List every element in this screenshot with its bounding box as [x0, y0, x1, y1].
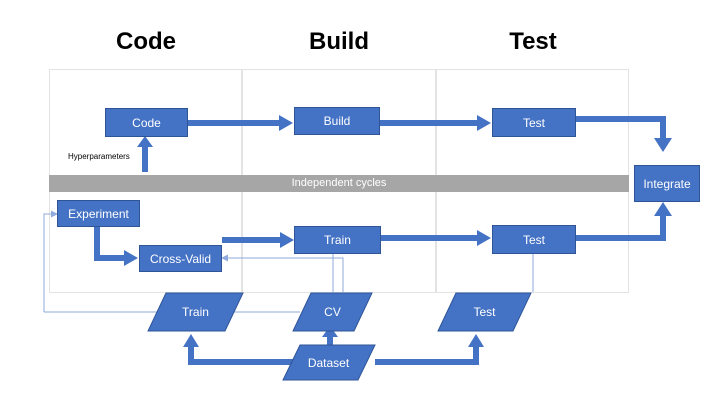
node-train-mid[interactable]: Train: [294, 226, 381, 254]
node-build[interactable]: Build: [294, 107, 380, 135]
data-dataset-shape: [282, 344, 376, 381]
head-test-to-integrate: [654, 138, 672, 152]
data-shapes: [147, 292, 532, 381]
arrow-heads: [124, 115, 672, 347]
head-build-to-test: [477, 115, 491, 131]
arrow-experiment-to-crossvalid: [94, 226, 125, 261]
node-integrate[interactable]: Integrate: [634, 165, 700, 202]
connector-train-to-experiment: [43, 210, 58, 312]
header-build: Build: [309, 28, 369, 55]
head-hyperparameters-up: [137, 136, 153, 147]
data-test-shape: [437, 292, 532, 332]
arrow-dataset-to-train: [188, 345, 300, 365]
data-train-shape: [147, 292, 244, 332]
header-test: Test: [509, 28, 557, 55]
connector-cv-to-crossvalid: [221, 254, 344, 292]
node-experiment[interactable]: Experiment: [57, 200, 140, 227]
head-dataset-to-train: [183, 334, 199, 347]
head-dataset-to-test: [468, 334, 484, 347]
node-test-top[interactable]: Test: [492, 108, 576, 137]
arrow-test-to-integrate-lower: [576, 214, 666, 241]
node-cross-valid[interactable]: Cross-Valid: [139, 245, 222, 272]
head-crossvalid-to-train: [280, 232, 294, 248]
head-experiment-to-crossvalid: [124, 250, 138, 266]
arrow-test-to-integrate: [576, 116, 666, 140]
head-code-to-build: [279, 115, 293, 131]
hyperparameters-label: Hyperparameters: [68, 152, 130, 161]
data-cv-shape: [292, 292, 373, 332]
node-test-mid[interactable]: Test: [492, 225, 576, 254]
head-test-to-integrate-lower: [654, 202, 672, 216]
arrow-dataset-to-test: [375, 345, 479, 365]
thick-arrows: [94, 116, 666, 365]
header-code: Code: [116, 28, 176, 55]
node-code[interactable]: Code: [105, 108, 188, 137]
head-train-to-test: [477, 230, 491, 246]
independent-cycles-band: Independent cycles: [49, 175, 629, 192]
